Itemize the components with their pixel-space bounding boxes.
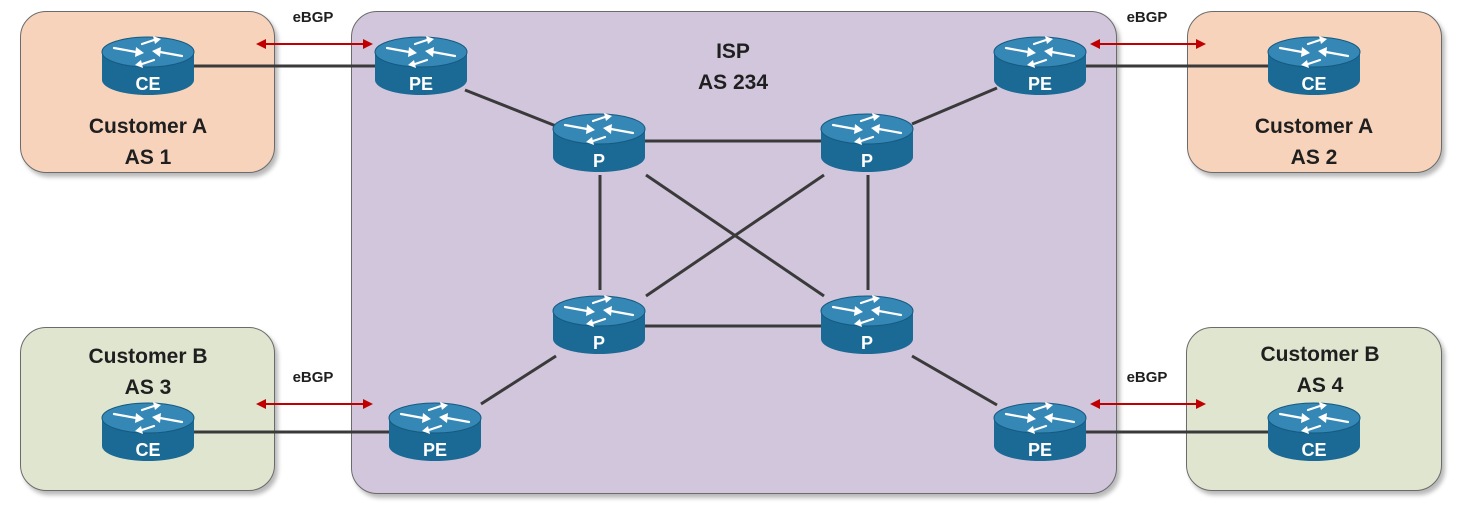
link-line	[480, 354, 557, 406]
ce-router-icon: CE	[100, 400, 196, 463]
pe-router-icon: PE	[992, 400, 1088, 463]
isp-name: ISP	[716, 40, 750, 63]
customer-as: AS 3	[124, 376, 172, 399]
customer-as: AS 4	[1296, 374, 1344, 397]
customer-a-as2-label: Customer A AS 2	[1214, 111, 1414, 173]
links-group	[192, 64, 1272, 434]
p-router-icon: P	[551, 293, 647, 356]
customer-name: Customer B	[88, 345, 208, 368]
customer-name: Customer A	[88, 115, 208, 138]
customer-b-as4-label: Customer B AS 4	[1220, 339, 1420, 401]
router-label: PE	[1028, 440, 1052, 460]
link-line	[645, 173, 825, 298]
ebgp-label-bottom-left: eBGP	[292, 369, 334, 386]
pe-router-icon: PE	[992, 34, 1088, 97]
link-line	[464, 88, 557, 128]
customer-a-as1-label: Customer A AS 1	[48, 111, 248, 173]
routers-group: CE PE PE CE P P P P CE PE PE CE	[100, 34, 1362, 463]
router-label: CE	[1301, 74, 1326, 94]
router-label: P	[593, 333, 605, 353]
pe-router-icon: PE	[387, 400, 483, 463]
ebgp-label-top-left: eBGP	[292, 9, 334, 26]
router-label: P	[861, 151, 873, 171]
customer-name: Customer B	[1260, 343, 1380, 366]
ce-router-icon: CE	[1266, 400, 1362, 463]
isp-as: AS 234	[697, 71, 769, 94]
router-label: PE	[409, 74, 433, 94]
router-label: PE	[423, 440, 447, 460]
ebgp-label-top-right: eBGP	[1126, 9, 1168, 26]
ce-router-icon: CE	[100, 34, 196, 97]
ce-router-icon: CE	[1266, 34, 1362, 97]
link-line	[911, 86, 998, 126]
router-label: P	[861, 333, 873, 353]
router-label: CE	[135, 74, 160, 94]
isp-title: ISP AS 234	[683, 36, 783, 98]
router-label: PE	[1028, 74, 1052, 94]
p-router-icon: P	[819, 111, 915, 174]
ebgp-arrows-group	[256, 39, 1206, 409]
router-label: CE	[135, 440, 160, 460]
p-router-icon: P	[551, 111, 647, 174]
customer-as: AS 1	[124, 146, 172, 169]
customer-as: AS 2	[1290, 146, 1338, 169]
router-label: P	[593, 151, 605, 171]
pe-router-icon: PE	[373, 34, 469, 97]
ebgp-label-bottom-right: eBGP	[1126, 369, 1168, 386]
link-line	[911, 354, 998, 407]
customer-b-as3-label: Customer B AS 3	[48, 341, 248, 403]
router-label: CE	[1301, 440, 1326, 460]
customer-name: Customer A	[1254, 115, 1374, 138]
p-router-icon: P	[819, 293, 915, 356]
